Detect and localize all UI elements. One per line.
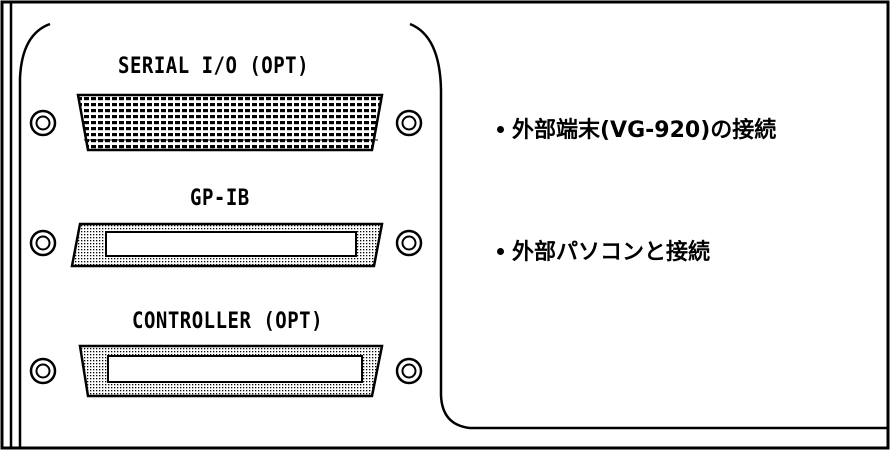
bullet-icon xyxy=(497,125,504,133)
mounting-screw-icon xyxy=(29,229,57,257)
centronics-slot xyxy=(105,231,357,257)
centronics-slot xyxy=(107,355,363,383)
panel-bracket-left xyxy=(18,22,51,448)
mounting-screw-icon xyxy=(29,357,57,385)
bullet-icon xyxy=(497,247,504,255)
gpib-label: GP-IB xyxy=(190,185,250,211)
mounting-screw-icon xyxy=(395,229,423,257)
controller-label: CONTROLLER (OPT) xyxy=(132,308,324,334)
mounting-screw-icon xyxy=(29,109,57,137)
gpib-connector xyxy=(29,222,423,268)
serial-note-text: 外部端末(VG-920)の接続 xyxy=(512,118,777,143)
mounting-screw-icon xyxy=(395,109,423,137)
serial-note: 外部端末(VG-920)の接続 xyxy=(497,112,776,144)
controller-connector xyxy=(29,344,423,398)
gpib-note: 外部パソコンと接続 xyxy=(497,234,710,266)
dsub-shell xyxy=(76,93,384,152)
gpib-note-text: 外部パソコンと接続 xyxy=(512,240,711,265)
serial-io-label: SERIAL I/O (OPT) xyxy=(118,53,310,79)
mounting-screw-icon xyxy=(395,357,423,385)
serial-io-connector xyxy=(29,93,423,152)
panel-bracket-right xyxy=(409,22,888,430)
